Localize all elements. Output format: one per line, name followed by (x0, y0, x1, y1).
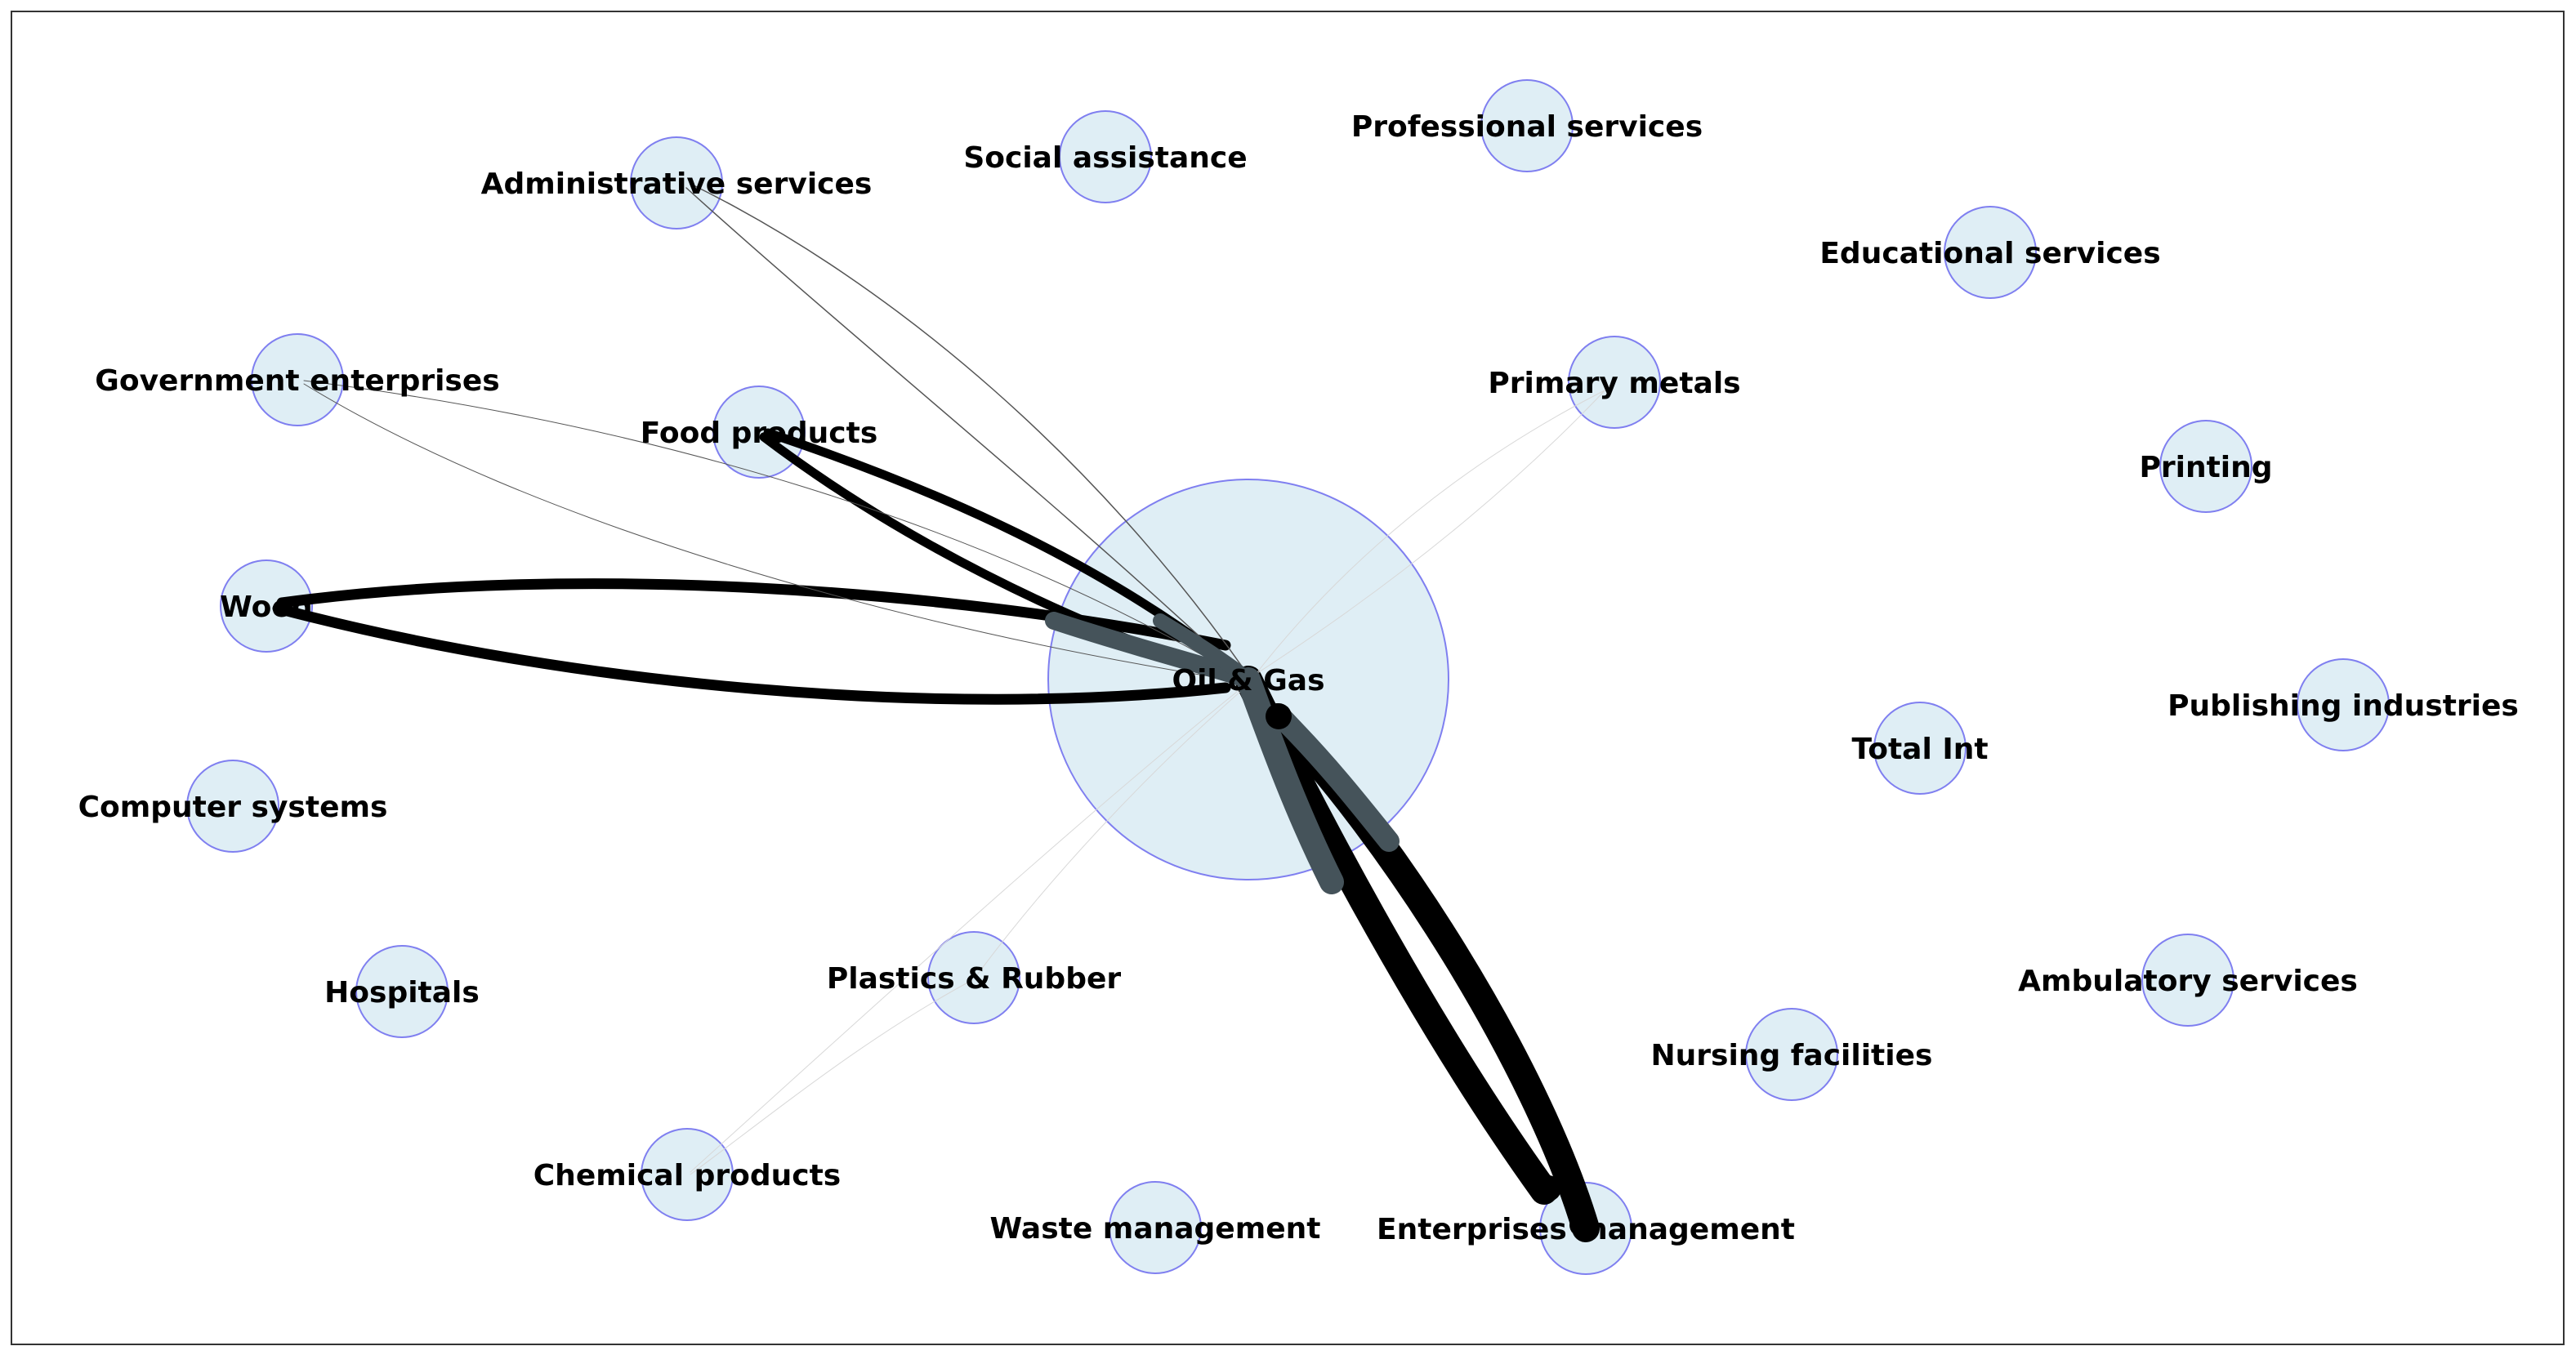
edge-endpoint-marker (1535, 1175, 1561, 1201)
node-label-food: Food products (641, 417, 878, 450)
edge-oil-gas-to-chemical (690, 684, 1247, 1173)
edge-primary-metals-to-oil-gas (1253, 386, 1612, 677)
node-label-plastics: Plastics & Rubber (827, 962, 1122, 996)
node-label-enterprises: Enterprises management (1377, 1213, 1795, 1246)
edge-hub-segment (1272, 708, 1400, 852)
node-label-hospitals: Hospitals (324, 976, 480, 1010)
node-label-professional: Professional services (1351, 110, 1703, 144)
node-label-computer: Computer systems (78, 791, 388, 824)
edge-endpoint-marker (1266, 703, 1292, 729)
node-label-oil-gas: Oil & Gas (1172, 664, 1324, 698)
edge-plastics-to-chemical (690, 979, 973, 1175)
edge-oil-gas-to-government (303, 383, 1247, 683)
edge-government-to-oil-gas (303, 380, 1243, 679)
node-waste (1109, 1181, 1202, 1274)
node-label-printing: Printing (2139, 451, 2272, 484)
node-label-ambulatory: Ambulatory services (2018, 965, 2358, 998)
edge-layer (272, 183, 1612, 1242)
node-label-nursing: Nursing facilities (1651, 1039, 1933, 1072)
node-social (1059, 110, 1152, 203)
node-label-total-int: Total Int (1851, 733, 1988, 766)
node-publishing (2297, 658, 2390, 751)
node-plastics (927, 931, 1020, 1024)
node-printing (2159, 420, 2252, 513)
edge-oil-gas-to-plastics (975, 684, 1249, 977)
node-label-waste: Waste management (990, 1212, 1321, 1246)
node-admin (630, 136, 723, 230)
node-primary-metals (1568, 336, 1661, 429)
node-label-chemical: Chemical products (534, 1159, 841, 1192)
node-government (251, 333, 344, 426)
node-ambulatory (2141, 934, 2234, 1027)
node-label-publishing: Publishing industries (2168, 689, 2519, 723)
node-computer (186, 760, 279, 853)
edge-oil-gas-to-admin (685, 187, 1247, 680)
node-chemical (641, 1128, 734, 1221)
node-professional (1480, 79, 1574, 172)
node-label-admin: Administrative services (481, 167, 873, 201)
node-educational (1944, 206, 2037, 299)
edge-oil-gas-to-primary-metals (1249, 385, 1610, 679)
node-total-int (1873, 702, 1967, 795)
node-wood (220, 559, 313, 653)
node-label-government: Government enterprises (95, 364, 499, 398)
node-hospitals (355, 945, 449, 1038)
node-nursing (1745, 1008, 1838, 1101)
edge-oil-gas-to-wood (272, 603, 1231, 705)
node-label-wood: Wood (220, 591, 313, 624)
node-label-primary-metals: Primary metals (1488, 367, 1740, 400)
node-label-social: Social assistance (963, 141, 1247, 175)
edge-endpoint-marker (1569, 1214, 1592, 1237)
node-label-educational: Educational services (1819, 237, 2160, 270)
edge-admin-to-oil-gas (690, 183, 1251, 679)
edge-hub-segment (1045, 612, 1257, 689)
label-layer: Oil & Gas Administrative services Social a… (78, 110, 2519, 1246)
edge-hub-segment (1236, 667, 1344, 894)
